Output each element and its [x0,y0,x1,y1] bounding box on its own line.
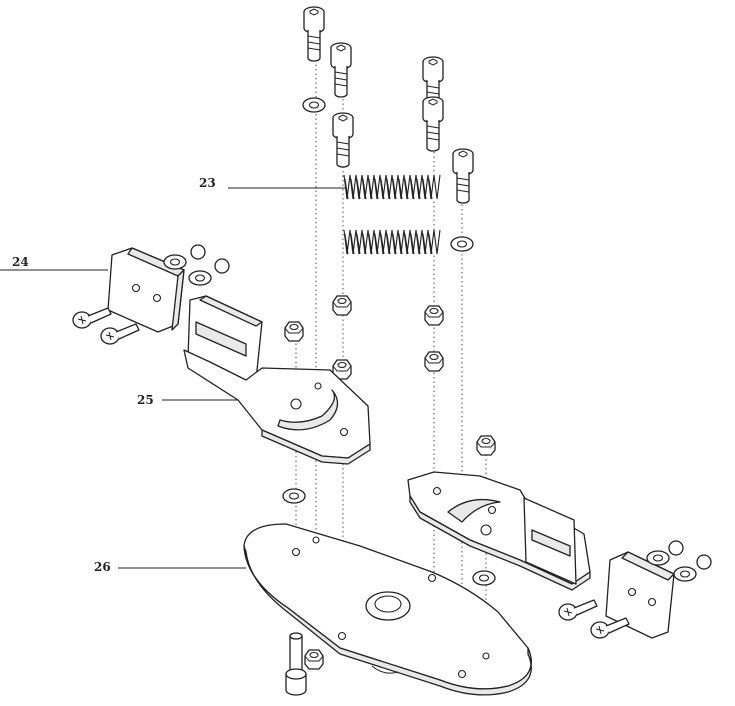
part-26-base-plate [243,488,532,696]
washer [646,550,670,566]
hex-nut [476,435,496,456]
washer [282,488,306,504]
spring [343,174,441,200]
part-24-right-assembly [558,540,712,639]
cap-screw [330,42,352,98]
hex-nut [424,305,444,326]
part-24-left-assembly [72,244,230,345]
washer [302,97,326,113]
bottom-fastener [285,632,307,696]
callout-26: 26 [94,560,111,574]
pan-screw [72,307,112,329]
cap-screw [303,6,325,62]
hex-nut [284,321,304,342]
washer [450,236,474,252]
cap-screw [332,112,354,168]
callout-23: 23 [199,176,216,190]
washer [673,566,697,582]
pan-screw [100,323,140,345]
washer [188,270,212,286]
hex-nut [332,295,352,316]
cap-screw [422,96,444,152]
callout-leaders [0,187,346,569]
cap-screw [452,148,474,204]
pan-screw [590,617,630,639]
hex-nut [304,649,324,670]
callout-24: 24 [12,255,29,269]
part-25-right-bracket [407,471,591,591]
callout-25: 25 [137,393,154,407]
washer [472,570,496,586]
hex-nut [424,351,444,372]
spring [343,229,441,255]
part-25-bracket [183,295,371,465]
pan-screw [558,599,598,621]
top-fasteners [302,6,474,252]
washer [163,254,187,270]
callout-labels: 23 24 25 26 [12,176,216,574]
springs [343,174,441,255]
